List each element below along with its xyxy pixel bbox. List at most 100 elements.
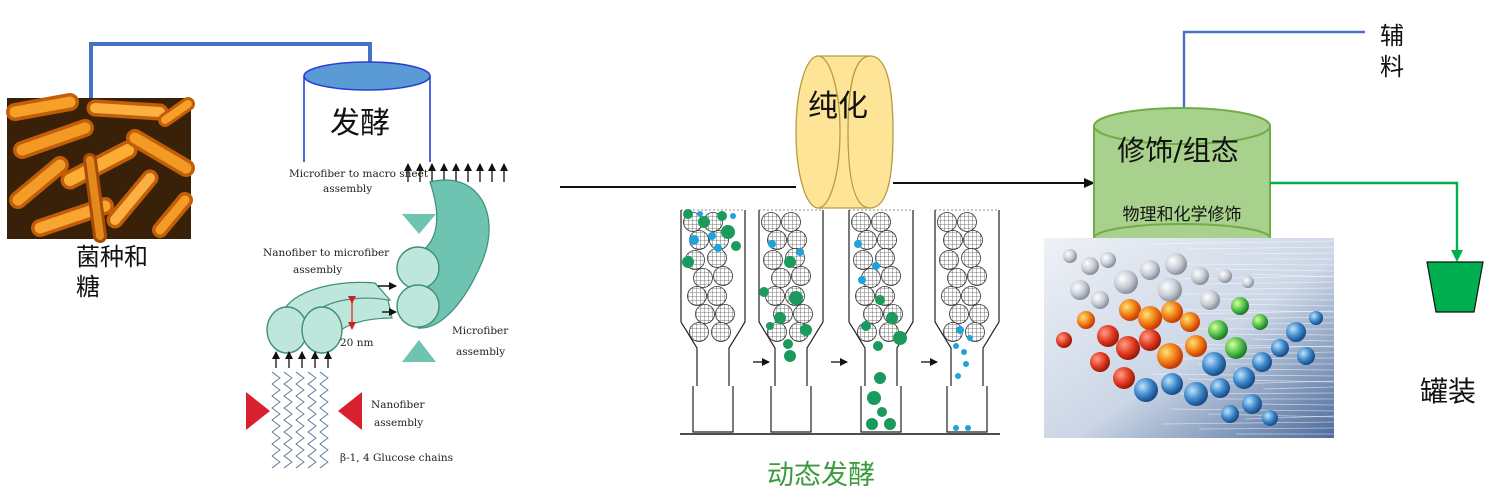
blue-bead (872, 262, 880, 270)
grid-bead (961, 248, 981, 268)
speed-streak (1152, 438, 1335, 441)
molecule-atom (1271, 339, 1289, 357)
nanofiber-arrows (272, 351, 332, 368)
molecule-atom (1286, 322, 1306, 342)
grid-bead (763, 250, 783, 270)
fiber-cross-section (266, 306, 308, 354)
blue-bead (967, 335, 973, 341)
molecule-atom (1242, 394, 1262, 414)
molecule-atom (1138, 306, 1162, 330)
molecule-atom (1056, 332, 1072, 348)
speed-streak (1223, 252, 1335, 255)
grid-bead (715, 304, 735, 324)
green-bead (783, 339, 793, 349)
canning-label: 罐装 (1420, 375, 1476, 408)
blue-bead (730, 213, 736, 219)
molecule-atom (1297, 347, 1315, 365)
grid-bead (957, 212, 977, 232)
molecule-atom (1309, 311, 1323, 325)
collection-cup (946, 386, 988, 433)
blue-bead (953, 425, 959, 431)
speed-streak (1262, 386, 1335, 390)
grid-bead (707, 286, 727, 306)
nano-to-micro-label-1: Nanofiber to microfiber (263, 247, 390, 259)
column-outline (680, 210, 746, 386)
molecule-atom (1200, 290, 1220, 310)
speed-streak (1161, 421, 1335, 425)
molecule-atom (1091, 291, 1109, 309)
excipient-label-2: 料 (1380, 53, 1404, 81)
molecule-atom (1252, 314, 1268, 330)
macro-sheet-arrows (404, 163, 508, 182)
modification-state-label: 修饰/组态 (1117, 134, 1238, 167)
molecule-atom (1161, 301, 1183, 323)
green-bead (774, 312, 786, 324)
speed-streak (1205, 281, 1335, 285)
grid-bead (787, 230, 807, 250)
microfiber-circle (396, 284, 440, 328)
purification-label: 纯化 (808, 89, 868, 124)
grid-bead (857, 230, 877, 250)
grid-bead (781, 212, 801, 232)
green-bead (759, 287, 769, 297)
molecule-atom (1081, 257, 1099, 275)
molecule-atom (1221, 405, 1239, 423)
molecule-render (1044, 238, 1335, 441)
macro-sheet-label-2: assembly (323, 183, 372, 195)
bacteria-sugar-label-2: 糖 (76, 273, 100, 301)
molecule-atom (1113, 367, 1135, 389)
green-bead (800, 324, 812, 336)
cellulose-assembly-diagram: Microfiber to macro sheet assembly Micro… (246, 163, 509, 469)
grid-bead (761, 212, 781, 232)
molecule-atom (1225, 337, 1247, 359)
fermentation-label: 发酵 (330, 106, 390, 141)
molecule-atom (1208, 320, 1228, 340)
grid-bead (713, 266, 733, 286)
blue-bead (956, 326, 964, 334)
excipient-line (1179, 30, 1365, 134)
blue-bead (697, 211, 703, 217)
green-bead (717, 211, 727, 221)
fermentation-tank (303, 61, 431, 162)
molecule-atom (1165, 253, 1187, 275)
molecule-atom (1100, 252, 1116, 268)
collection-cup (692, 386, 734, 433)
macro-sheet-label-1: Microfiber to macro sheet (289, 168, 429, 180)
excipient-label-1: 辅 (1380, 22, 1404, 50)
grid-bead (765, 286, 785, 306)
blue-bead (963, 361, 969, 367)
green-bead (784, 256, 796, 268)
speed-streak (1186, 246, 1335, 250)
collection-cup (770, 386, 812, 433)
blue-bead (965, 425, 971, 431)
molecule-atom (1070, 280, 1090, 300)
green-bead (875, 295, 885, 305)
grid-bead (949, 304, 969, 324)
green-bead (886, 312, 898, 324)
grid-bead (943, 230, 963, 250)
physical-chemical-label: 物理和化学修饰 (1123, 205, 1242, 225)
blue-bead (953, 343, 959, 349)
molecule-atom (1231, 297, 1249, 315)
glucose-chains-label: β-1, 4 Glucose chains (340, 452, 453, 464)
blue-bead (955, 373, 961, 379)
speed-streak (1187, 310, 1335, 315)
grid-bead (963, 230, 983, 250)
purification-cylinder (795, 55, 894, 209)
glucose-chains-column (271, 371, 329, 469)
blue-bead (854, 240, 862, 248)
speed-streak (1214, 268, 1335, 272)
grid-bead (863, 304, 883, 324)
microfiber-circle (396, 246, 440, 290)
molecule-atom (1157, 343, 1183, 369)
squeeze-triangle-left (246, 392, 270, 430)
green-bead (866, 418, 878, 430)
grid-bead (689, 322, 709, 342)
molecule-atom (1191, 267, 1209, 285)
green-bead (867, 391, 881, 405)
speed-streak (1242, 287, 1335, 290)
grid-bead (875, 248, 895, 268)
grid-bead (871, 212, 891, 232)
green-bead (873, 341, 883, 351)
